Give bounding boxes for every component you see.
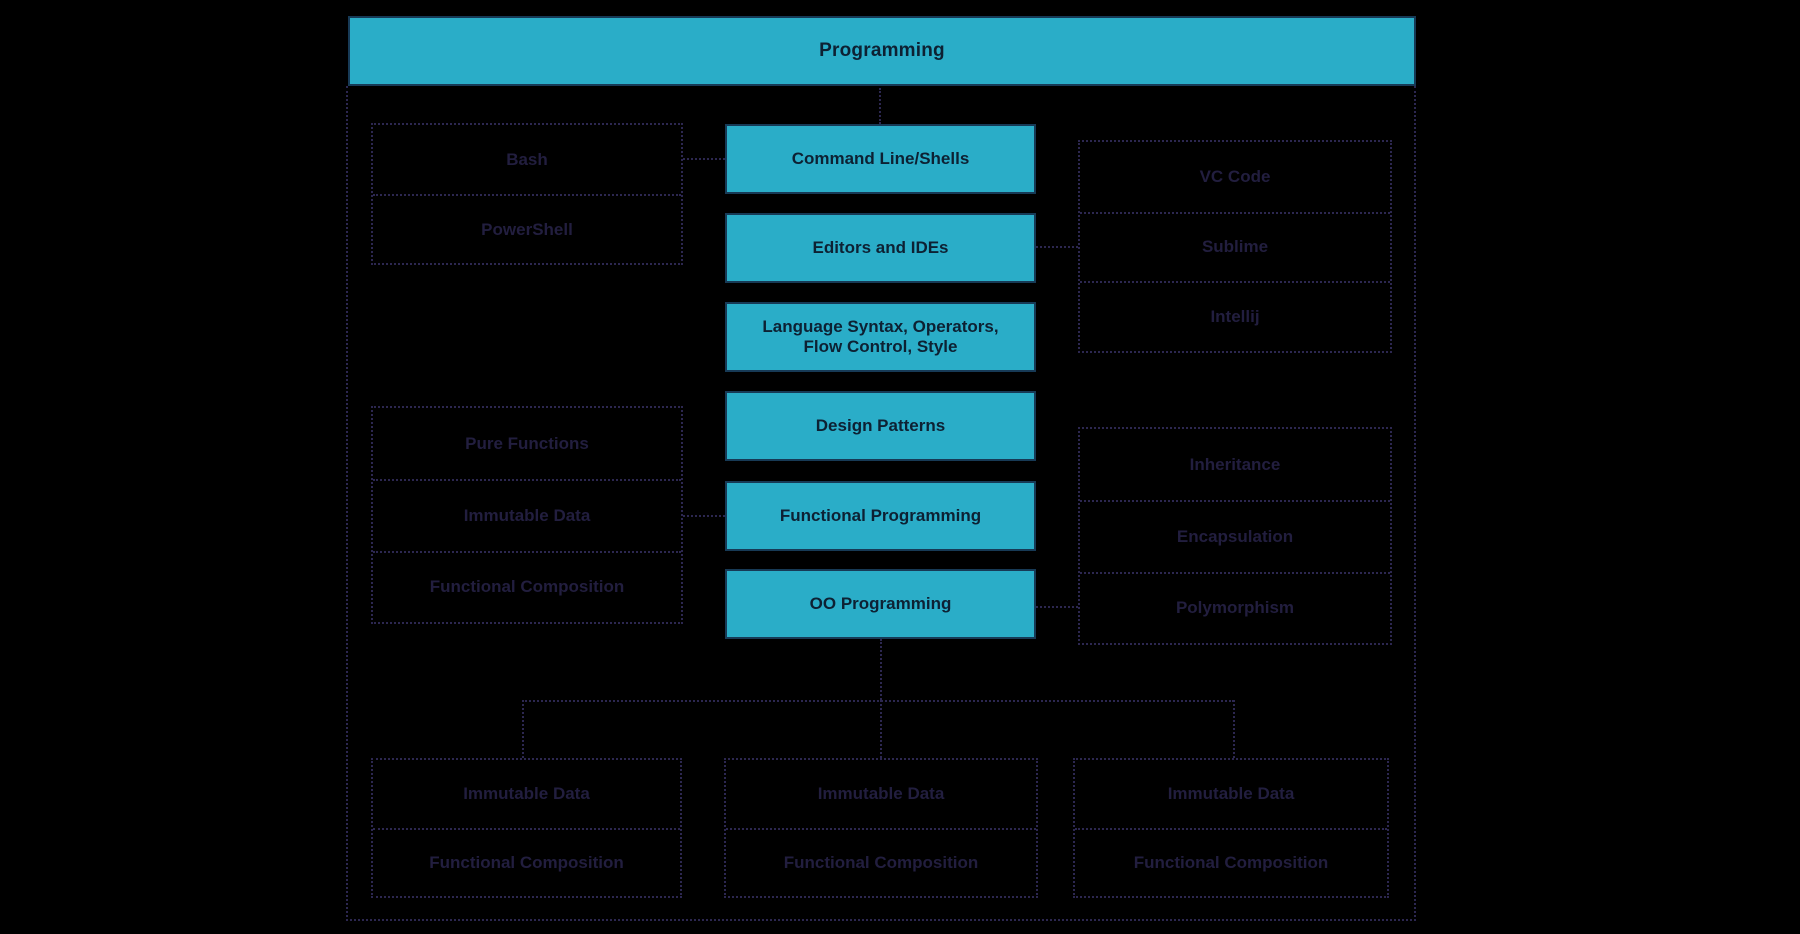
group-oop-concepts: Inheritance Encapsulation Polymorphism [1078, 427, 1392, 645]
group-editors: VC Code Sublime Intellij [1078, 140, 1392, 353]
subtopic-vc-code[interactable]: VC Code [1199, 166, 1271, 186]
subtopic-immutable-data[interactable]: Immutable Data [1167, 784, 1295, 803]
subtopic-functional-composition[interactable]: Functional Composition [726, 828, 1036, 896]
group-shells: Bash PowerShell [371, 123, 683, 265]
connector-functional-group-to-node [683, 515, 725, 517]
topic-command-line-shells[interactable]: Command Line/Shells [725, 124, 1036, 194]
topic-language-syntax[interactable]: Language Syntax, Operators, Flow Control… [725, 302, 1036, 372]
outer-frame [346, 86, 1416, 921]
subtopic-powershell[interactable]: PowerShell [373, 194, 681, 263]
subtopic-inheritance[interactable]: Inheritance [1189, 454, 1281, 474]
connector-branch-right [1233, 700, 1235, 758]
bottom-group-middle: Immutable Data Functional Composition [724, 758, 1038, 898]
subtopic-pure-functions[interactable]: Pure Functions [465, 433, 589, 453]
subtopic-polymorphism[interactable]: Polymorphism [1080, 571, 1390, 643]
topic-design-patterns[interactable]: Design Patterns [725, 391, 1036, 461]
subtopic-immutable-data[interactable]: Immutable Data [817, 784, 945, 803]
connector-oo-down [880, 639, 882, 700]
subtopic-immutable-data[interactable]: Immutable Data [373, 479, 681, 550]
connector-editors-node-to-editors-group [1036, 246, 1078, 248]
topic-functional-programming[interactable]: Functional Programming [725, 481, 1036, 551]
subtopic-functional-composition[interactable]: Functional Composition [373, 828, 680, 896]
bottom-group-left: Immutable Data Functional Composition [371, 758, 682, 898]
subtopic-functional-composition[interactable]: Functional Composition [373, 550, 681, 622]
subtopic-sublime[interactable]: Sublime [1080, 211, 1390, 282]
subtopic-bash[interactable]: Bash [506, 149, 548, 169]
subtopic-immutable-data[interactable]: Immutable Data [463, 784, 590, 803]
connector-shells-to-commandline [683, 158, 725, 160]
connector-branch-middle [880, 700, 882, 758]
topic-editors-and-ides[interactable]: Editors and IDEs [725, 213, 1036, 283]
connector-branch-left [522, 700, 524, 758]
subtopic-intellij[interactable]: Intellij [1080, 281, 1390, 351]
subtopic-encapsulation[interactable]: Encapsulation [1080, 500, 1390, 571]
subtopic-functional-composition[interactable]: Functional Composition [1075, 828, 1387, 896]
topic-oo-programming[interactable]: OO Programming [725, 569, 1036, 639]
bottom-group-right: Immutable Data Functional Composition [1073, 758, 1389, 898]
connector-oop-node-to-oop-group [1036, 606, 1078, 608]
root-node-programming[interactable]: Programming [348, 16, 1416, 86]
group-functional-concepts: Pure Functions Immutable Data Functional… [371, 406, 683, 624]
connector-root-to-topics [879, 88, 881, 124]
connector-branch-horizontal [522, 700, 1234, 702]
